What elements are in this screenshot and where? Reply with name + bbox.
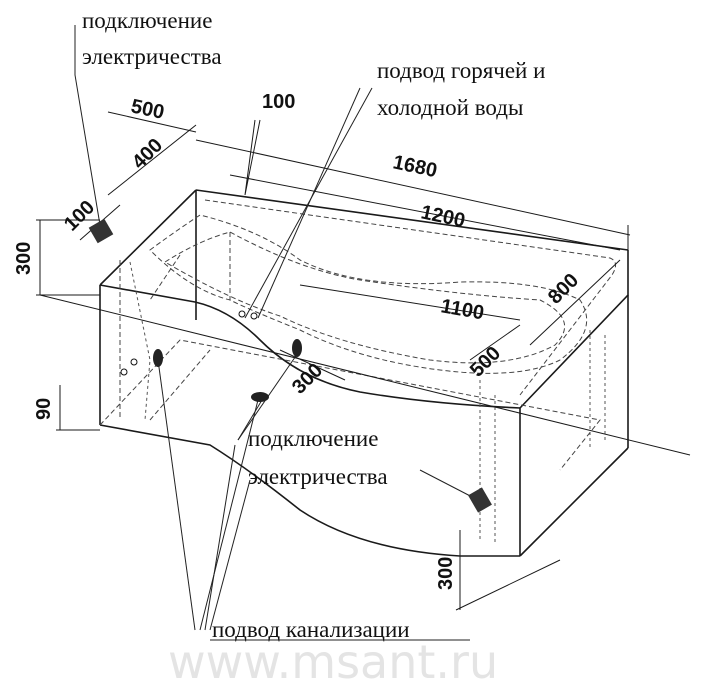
- label-electric-top-line1: подключение: [82, 8, 212, 33]
- label-electric-mid-line2: электричества: [248, 464, 388, 489]
- watermark: www.msant.ru: [168, 635, 498, 689]
- dim-800: 800: [544, 269, 583, 308]
- label-sewer: подвод канализации: [212, 617, 410, 642]
- label-electric-mid-line1: подключение: [248, 426, 378, 451]
- label-electric-top-line2: электричества: [82, 44, 222, 69]
- dim-500-top: 500: [129, 95, 166, 123]
- dim-90: 90: [33, 398, 55, 420]
- drain-icon-center: [292, 339, 302, 357]
- water-inlet-icon-cold: [250, 312, 258, 320]
- bowl-hidden-lines: [39, 199, 691, 545]
- outlet-symbols: [88, 218, 492, 513]
- dim-1100: 1100: [439, 295, 486, 324]
- dim-1680: 1680: [391, 151, 439, 182]
- leader-lines: [74, 25, 479, 641]
- fitting-icon-2: [130, 358, 138, 366]
- drain-icon-left: [153, 349, 163, 367]
- dim-400: 400: [128, 134, 167, 173]
- bathtub-box: [99, 189, 629, 557]
- electric-outlet-icon-top: [88, 218, 114, 244]
- drain-icon-floor: [251, 392, 269, 402]
- fitting-icon-1: [120, 368, 128, 376]
- dim-1200: 1200: [419, 201, 467, 232]
- dim-500-right: 500: [466, 342, 505, 381]
- dim-300-mid: 300: [288, 359, 327, 398]
- dim-100-top: 100: [262, 91, 295, 113]
- water-inlet-icon-hot: [238, 310, 246, 318]
- label-water-line1: подвод горячей и: [377, 58, 545, 83]
- dim-300-bottom: 300: [435, 557, 457, 590]
- electric-outlet-icon-front: [468, 487, 492, 513]
- callout-labels: подключение электричества подвод горячей…: [82, 8, 545, 642]
- label-water-line2: холодной воды: [377, 95, 523, 120]
- dim-300-left: 300: [13, 242, 35, 275]
